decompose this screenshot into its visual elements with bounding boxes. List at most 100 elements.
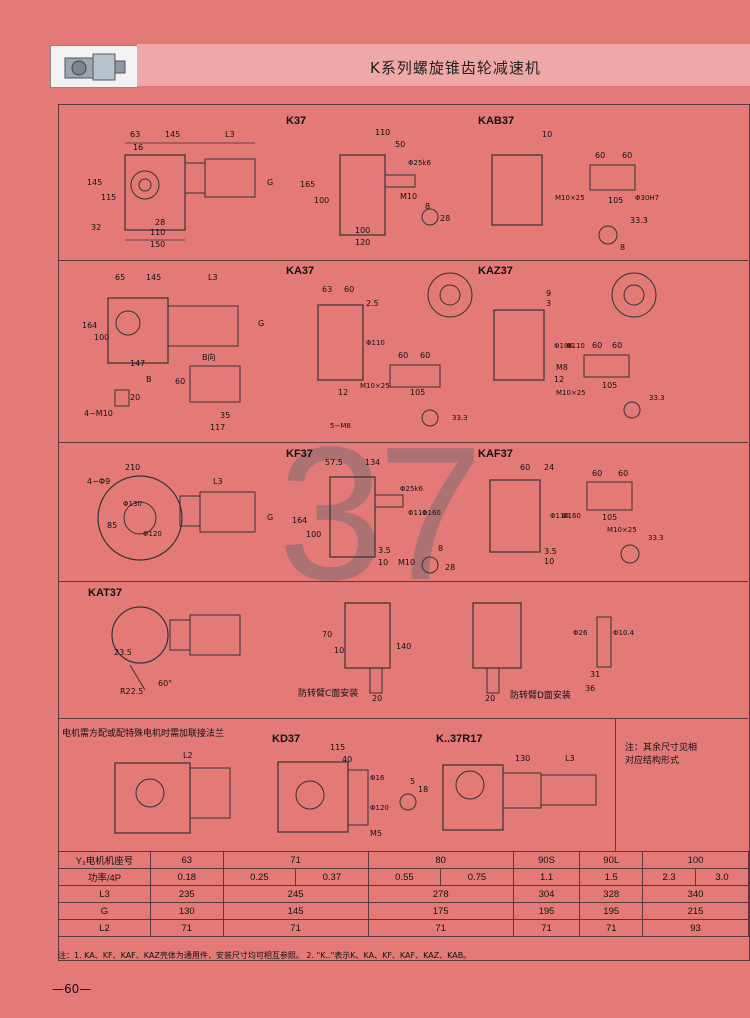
svg-text:12: 12 xyxy=(554,375,564,384)
svg-text:L3: L3 xyxy=(213,477,223,486)
gear-motor-icon xyxy=(64,53,126,81)
svg-text:10: 10 xyxy=(334,646,344,655)
svg-text:M10×25: M10×25 xyxy=(555,194,585,202)
dim-63: 63 xyxy=(130,130,140,139)
svg-text:G: G xyxy=(267,178,273,187)
svg-text:M10: M10 xyxy=(398,558,415,567)
svg-text:9: 9 xyxy=(546,289,551,298)
svg-text:33.3: 33.3 xyxy=(649,394,665,402)
model-label-kf37: KF37 xyxy=(286,448,313,460)
svg-text:60: 60 xyxy=(592,469,602,478)
svg-text:3.5: 3.5 xyxy=(544,547,557,556)
svg-text:L2: L2 xyxy=(183,751,193,760)
svg-text:70: 70 xyxy=(322,630,332,639)
svg-text:Φ110: Φ110 xyxy=(566,342,585,350)
section-divider xyxy=(58,581,748,582)
svg-text:60: 60 xyxy=(520,463,530,472)
svg-text:Φ25k6: Φ25k6 xyxy=(400,485,423,493)
svg-text:60: 60 xyxy=(618,469,628,478)
table-row: G 130 145 175 195 195 215 xyxy=(58,902,749,920)
svg-text:100: 100 xyxy=(314,196,329,205)
svg-text:Φ120: Φ120 xyxy=(370,804,389,812)
dim-110: 110 xyxy=(150,228,165,237)
svg-text:20: 20 xyxy=(130,393,140,402)
svg-text:60: 60 xyxy=(420,351,430,360)
svg-text:20: 20 xyxy=(485,694,495,703)
svg-text:2.5: 2.5 xyxy=(366,299,379,308)
svg-text:35: 35 xyxy=(220,411,230,420)
svg-text:G: G xyxy=(258,319,264,328)
svg-text:8: 8 xyxy=(425,202,430,211)
model-label-k37: K37 xyxy=(286,115,307,127)
svg-text:M5: M5 xyxy=(370,829,382,838)
svg-text:R22.5: R22.5 xyxy=(120,687,143,696)
svg-text:120: 120 xyxy=(355,238,370,247)
svg-text:115: 115 xyxy=(330,743,345,752)
motor-flange-note: 电机需方配或配特殊电机时需加联接法兰 xyxy=(62,729,225,739)
svg-text:4−Φ9: 4−Φ9 xyxy=(87,477,110,486)
svg-text:28: 28 xyxy=(440,214,450,223)
kab37-drawing: 10 60 60 M10×25 Φ30H7 105 33.3 8 xyxy=(491,130,659,252)
svg-text:100: 100 xyxy=(355,226,370,235)
svg-text:100: 100 xyxy=(306,530,321,539)
svg-text:105: 105 xyxy=(602,513,617,522)
dim-150: 150 xyxy=(150,240,165,249)
kat37-arm-d-drawing: 20 31 36 Φ10.4 Φ26 xyxy=(472,602,635,703)
model-label-ka37: KA37 xyxy=(286,265,315,277)
table-row: 功率/4P 0.18 0.25 0.37 0.55 0.75 1.1 1.5 2… xyxy=(58,868,749,886)
svg-text:165: 165 xyxy=(300,180,315,189)
svg-text:8: 8 xyxy=(438,544,443,553)
ka37-drawing: 65 145 L3 164 100 147 B 60 20 4−M10 35 1… xyxy=(82,273,264,432)
svg-text:130: 130 xyxy=(515,754,530,763)
svg-text:Φ110: Φ110 xyxy=(408,509,427,517)
kat37-drawing: 23.5 R22.5 60° xyxy=(111,606,241,696)
k37-front-drawing: 63 145 L3 16 145 115 32 28 110 150 G xyxy=(87,130,273,249)
svg-text:Φ16: Φ16 xyxy=(370,774,385,782)
svg-text:Φ30H7: Φ30H7 xyxy=(635,194,659,202)
svg-text:134: 134 xyxy=(365,458,380,467)
svg-text:Φ110: Φ110 xyxy=(366,339,385,347)
svg-text:210: 210 xyxy=(125,463,140,472)
side-note: 注：其余尺寸见相对应结构形式 xyxy=(625,743,698,766)
svg-text:105: 105 xyxy=(410,388,425,397)
header-logo xyxy=(50,45,138,88)
svg-text:110: 110 xyxy=(375,128,390,137)
svg-text:28: 28 xyxy=(445,563,455,572)
svg-text:40: 40 xyxy=(342,755,352,764)
svg-text:33.3: 33.3 xyxy=(648,534,664,542)
svg-text:Φ106: Φ106 xyxy=(554,342,573,350)
svg-text:105: 105 xyxy=(608,196,623,205)
svg-text:33.3: 33.3 xyxy=(452,414,468,422)
table-row: L3 235 245 278 304 328 340 xyxy=(58,885,749,903)
svg-text:65: 65 xyxy=(115,273,125,282)
svg-text:5−M8: 5−M8 xyxy=(330,422,351,430)
ka37-side-drawing: 63 60 2.5 Φ110 60 60 M10×25 105 12 5−M8 … xyxy=(317,272,473,430)
motor-spec-table: Y₂电机机座号 63 71 80 90S 90L 100 功率/4P 0.18 … xyxy=(58,851,749,937)
dim-32: 32 xyxy=(91,223,101,232)
svg-text:Φ120: Φ120 xyxy=(143,530,162,538)
model-label-kaz37: KAZ37 xyxy=(478,265,513,277)
svg-text:M10×25: M10×25 xyxy=(607,526,637,534)
row-label: L3 xyxy=(58,885,151,903)
model-label-kat37: KAT37 xyxy=(88,587,123,599)
svg-text:18: 18 xyxy=(418,785,428,794)
kf37-drawing: 210 4−Φ9 L3 Φ130 85 Φ120 G xyxy=(87,463,273,561)
svg-text:140: 140 xyxy=(396,642,411,651)
svg-text:M10×25: M10×25 xyxy=(360,382,390,390)
table-row: L2 71 71 71 71 71 93 xyxy=(58,919,749,937)
dim-28: 28 xyxy=(155,218,165,227)
k37r17-drawing: 130 L3 xyxy=(442,754,597,831)
svg-text:5: 5 xyxy=(410,777,415,786)
caption-arm-d: 防转臂D面安装 xyxy=(510,691,571,701)
svg-text:24: 24 xyxy=(544,463,554,472)
svg-text:57.5: 57.5 xyxy=(325,458,343,467)
svg-text:B: B xyxy=(146,375,152,384)
kd37-drawing: 115 40 Φ16 Φ120 M5 18 5 xyxy=(277,743,428,838)
caption-arm-c: 防转臂C面安装 xyxy=(298,689,359,699)
svg-text:20: 20 xyxy=(372,694,382,703)
dim-l3: L3 xyxy=(225,130,235,139)
model-label-kd37: KD37 xyxy=(272,733,301,745)
svg-text:3: 3 xyxy=(546,299,551,308)
motor-flange-drawing: L2 xyxy=(114,751,231,834)
caption-b-view: B向 xyxy=(202,352,216,362)
